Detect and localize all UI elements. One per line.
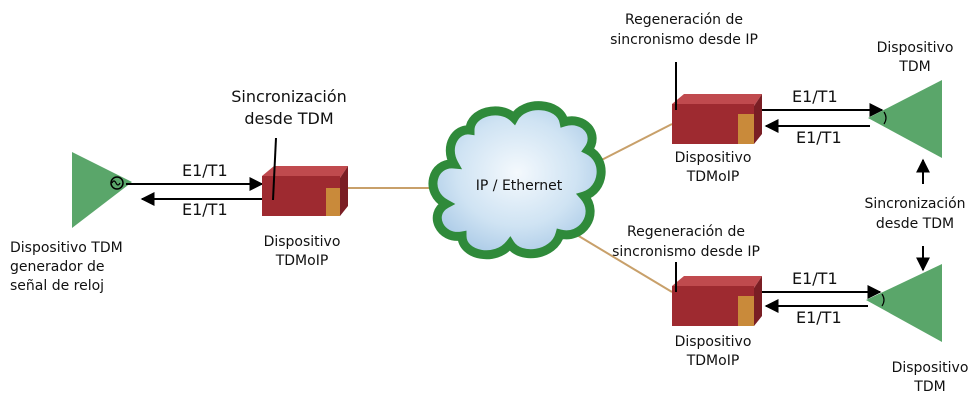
- svg-text:Dispositivo: Dispositivo: [675, 334, 752, 350]
- svg-text:TDM: TDM: [913, 379, 945, 395]
- left-rx-label: E1/T1: [182, 200, 228, 219]
- bottom-rx-label: E1/T1: [796, 308, 842, 327]
- svg-text:TDMoIP: TDMoIP: [275, 253, 329, 269]
- source-label-line-2: generador de: [10, 259, 104, 275]
- svg-text:Dispositivo: Dispositivo: [877, 40, 954, 56]
- network-label: IP / Ethernet: [476, 178, 563, 194]
- svg-text:desde TDM: desde TDM: [244, 109, 333, 128]
- svg-text:sincronismo desde IP: sincronismo desde IP: [612, 244, 760, 260]
- left-annotation-pointer: [272, 137, 277, 201]
- svg-text:Regeneración de: Regeneración de: [625, 12, 743, 28]
- bottom-annotation-line-1: Regeneración de: [627, 224, 745, 240]
- tdm-bottom-triangle: [866, 264, 942, 342]
- bottom-tx-label: E1/T1: [792, 269, 838, 288]
- svg-text:generador de: generador de: [10, 259, 104, 275]
- tdmoip-bottom-accent: [738, 296, 754, 326]
- top-annotation-line-1: Regeneración de: [625, 12, 743, 28]
- tdmoip-device-left: Sincronización desde TDM Dispositivo TDM…: [231, 87, 348, 269]
- tdmoip-top-accent: [738, 114, 754, 144]
- svg-text:sincronismo desde IP: sincronismo desde IP: [610, 32, 758, 48]
- clock-icon: [110, 176, 124, 190]
- top-tx-label: E1/T1: [792, 87, 838, 106]
- tdm-bottom-label-line-1: Dispositivo: [892, 360, 969, 376]
- svg-text:TDM: TDM: [898, 59, 930, 75]
- clock-wave: [111, 180, 121, 186]
- tdmoip-top-label-line-1: Dispositivo: [675, 150, 752, 166]
- tdmoip-bottom-label-line-1: Dispositivo: [675, 334, 752, 350]
- svg-text:TDMoIP: TDMoIP: [686, 353, 740, 369]
- svg-text:TDMoIP: TDMoIP: [686, 169, 740, 185]
- source-tdm-triangle: [72, 152, 132, 228]
- svg-text:Dispositivo: Dispositivo: [892, 360, 969, 376]
- tdm-bottom-label-line-2: TDM: [913, 379, 945, 395]
- tdmoip-left-label-line-1: Dispositivo: [264, 234, 341, 250]
- tdmoip-left-label-line-2: TDMoIP: [275, 253, 329, 269]
- svg-text:Sincronización: Sincronización: [231, 87, 347, 106]
- tdmoip-bottom-label-line-2: TDMoIP: [686, 353, 740, 369]
- cable-cloud-to-bottom: [571, 231, 673, 293]
- svg-text:Sincronización: Sincronización: [864, 196, 965, 212]
- svg-text:Dispositivo: Dispositivo: [675, 150, 752, 166]
- source-tdm-device: Dispositivo TDM generador de señal de re…: [10, 152, 132, 294]
- tdm-top-label-line-1: Dispositivo: [877, 40, 954, 56]
- left-tx-label: E1/T1: [182, 161, 228, 180]
- tdm-bottom-sync-mark: [881, 293, 885, 307]
- left-annotation-line-2: desde TDM: [244, 109, 333, 128]
- tdm-device-bottom: Dispositivo TDM: [866, 264, 968, 395]
- source-label-line-1: Dispositivo TDM: [10, 240, 123, 256]
- tdmoip-device-top: Regeneración de sincronismo desde IP Dis…: [610, 12, 762, 185]
- tdm-top-triangle: [868, 80, 942, 158]
- tdm-sync-label-line-2: desde TDM: [876, 216, 954, 232]
- svg-text:desde TDM: desde TDM: [876, 216, 954, 232]
- tdm-sync-label-line-1: Sincronización: [864, 196, 965, 212]
- top-rx-label: E1/T1: [796, 128, 842, 147]
- svg-text:Regeneración de: Regeneración de: [627, 224, 745, 240]
- top-annotation-line-2: sincronismo desde IP: [610, 32, 758, 48]
- left-annotation-line-1: Sincronización: [231, 87, 347, 106]
- svg-text:Dispositivo TDM: Dispositivo TDM: [10, 240, 123, 256]
- svg-text:señal de reloj: señal de reloj: [10, 278, 104, 294]
- bottom-annotation-line-2: sincronismo desde IP: [612, 244, 760, 260]
- tdm-device-top: Dispositivo TDM: [868, 40, 953, 158]
- svg-text:Dispositivo: Dispositivo: [264, 234, 341, 250]
- tdmoip-left-accent: [326, 188, 340, 216]
- ip-ethernet-cloud: IP / Ethernet: [428, 101, 606, 260]
- tdmoip-top-label-line-2: TDMoIP: [686, 169, 740, 185]
- tdm-top-sync-mark: [883, 111, 887, 125]
- source-label-line-3: señal de reloj: [10, 278, 104, 294]
- tdmoip-device-bottom: Regeneración de sincronismo desde IP Dis…: [612, 224, 762, 369]
- tdm-top-label-line-2: TDM: [898, 59, 930, 75]
